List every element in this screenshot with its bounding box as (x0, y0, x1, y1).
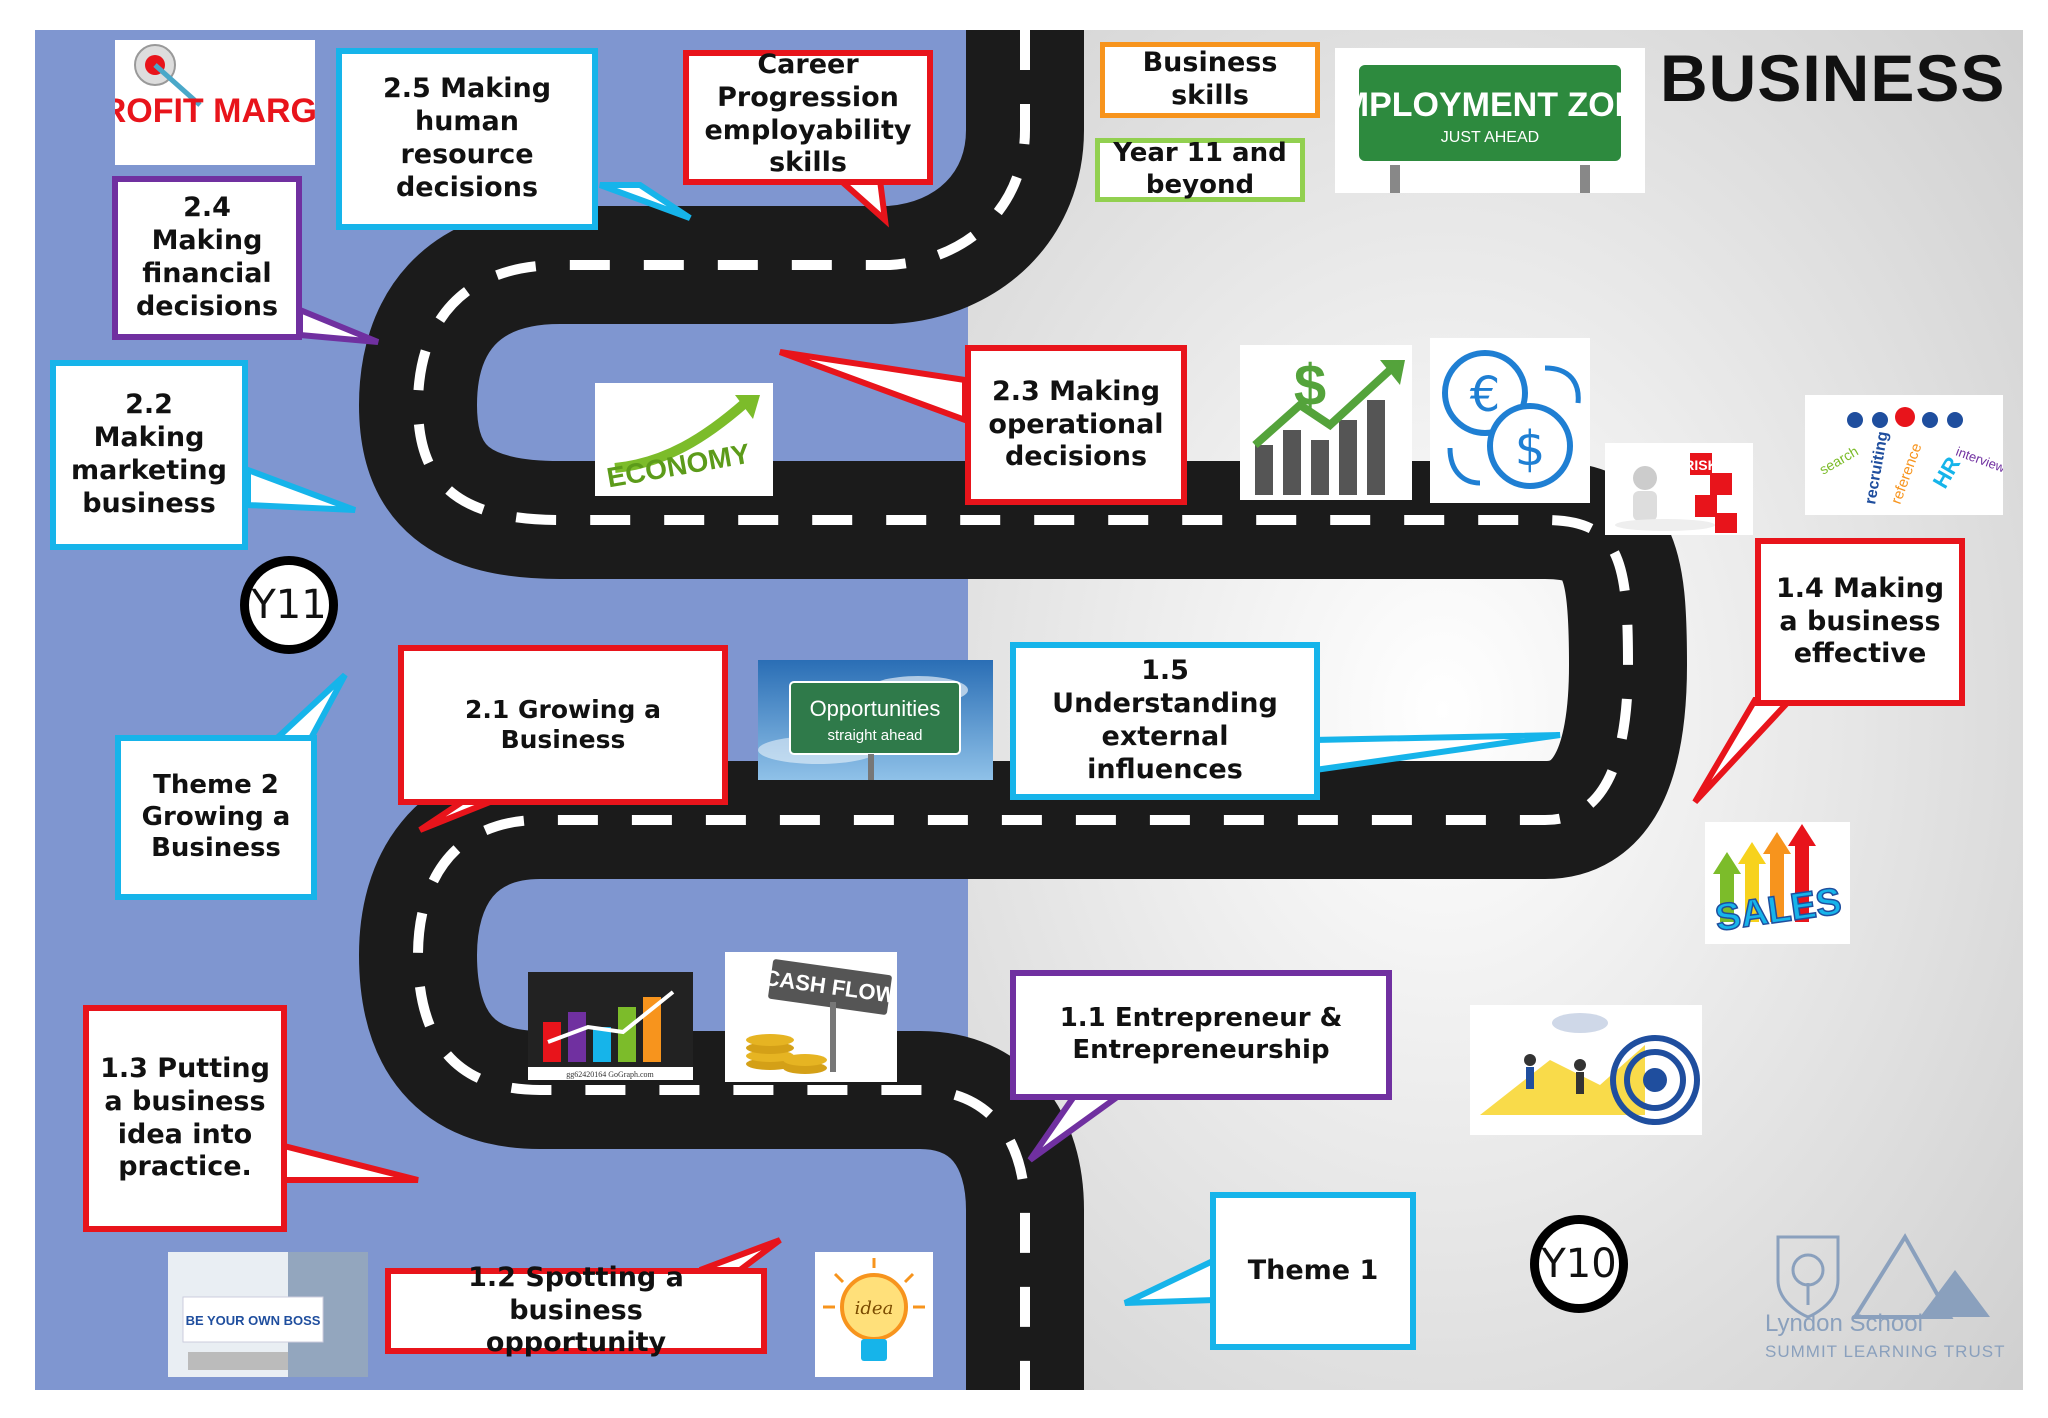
tail-1-1 (1027, 1092, 1130, 1163)
tail-2-5 (598, 182, 692, 221)
box-2-5-human-resource: 2.5 Making human resource decisions (336, 48, 598, 230)
opportunities-sign: Opportunities straight ahead (758, 660, 993, 780)
economy-image: ECONOMY (595, 383, 773, 496)
box-theme-1: Theme 1 (1210, 1192, 1416, 1350)
tail-2-2 (245, 465, 357, 513)
box-career-progression: Career Progression employability skills (683, 49, 933, 185)
risk-text: RISK (1684, 457, 1717, 473)
page-title: BUSINESS (1660, 41, 2006, 115)
employment-zone-text: EMPLOYMENT ZONE (1335, 86, 1645, 124)
road-center-line (412, 30, 1634, 1390)
tail-1-5 (1312, 732, 1561, 774)
box-2-4-financial: 2.4 Making financial decisions (112, 176, 302, 340)
be-your-own-boss-image: BE YOUR OWN BOSS (168, 1252, 368, 1377)
risk-image: RISK (1605, 443, 1753, 535)
svg-text:$: $ (1294, 353, 1326, 418)
year-10-badge: Y10 (1530, 1215, 1628, 1313)
school-name: Lyndon School (1765, 1310, 1923, 1337)
graph-credit: gg62420164 GoGraph.com (566, 1070, 654, 1079)
svg-text:€: € (1470, 367, 1501, 423)
year-11-badge: Y11 (240, 556, 338, 654)
hr-word-search: search (1817, 443, 1861, 478)
currency-exchange-image: € $ (1430, 338, 1590, 503)
box-theme-2: Theme 2 Growing a Business (115, 735, 317, 900)
box-2-3-operational: 2.3 Making operational decisions (965, 345, 1187, 505)
tail-2-4 (297, 305, 380, 345)
idea-text: idea (855, 1298, 894, 1319)
box-1-3-putting-idea: 1.3 Putting a business idea into practic… (83, 1005, 287, 1232)
employment-zone-sign: EMPLOYMENT ZONE JUST AHEAD (1335, 48, 1645, 193)
tail-theme1 (1123, 1255, 1218, 1306)
box-year-11-beyond: Year 11 and beyond (1095, 138, 1305, 202)
tail-career (832, 177, 889, 228)
idea-bulb-image: idea (815, 1252, 933, 1377)
box-1-2-spotting: 1.2 Spotting a business opportunity (385, 1262, 767, 1358)
tail-1-4 (1692, 697, 1797, 805)
box-2-1-growing: 2.1 Growing a Business (398, 645, 728, 805)
cash-flow-image: CASH FLOW (725, 952, 897, 1082)
lyndon-school-logo (1760, 1225, 2000, 1370)
box-business-skills: Business skills (1100, 42, 1320, 118)
svg-text:$: $ (1515, 421, 1546, 477)
hr-word-cloud-image: search recruiting reference HR interview (1805, 395, 2003, 515)
teamwork-target-image (1470, 1005, 1702, 1135)
bar-chart-image: gg62420164 GoGraph.com (528, 972, 693, 1080)
dollar-growth-image: $ (1240, 345, 1412, 500)
tail-1-3 (277, 1141, 419, 1183)
profit-margin-image: PROFIT MARGIN (115, 40, 315, 165)
sales-image: SALES (1705, 822, 1850, 944)
box-2-2-marketing: 2.2 Making marketing business (50, 360, 248, 550)
trust-name: SUMMIT LEARNING TRUST (1765, 1342, 2006, 1361)
just-ahead-text: JUST AHEAD (1441, 129, 1539, 146)
straight-ahead-text: straight ahead (827, 727, 922, 744)
box-1-1-entrepreneur: 1.1 Entrepreneur & Entrepreneurship (1010, 970, 1392, 1100)
profit-margin-text: PROFIT MARGIN (115, 92, 315, 130)
box-1-4-effective: 1.4 Making a business effective (1755, 538, 1965, 706)
hr-word-recruiting: recruiting (1862, 430, 1892, 506)
be-your-own-boss-text: BE YOUR OWN BOSS (186, 1313, 321, 1328)
tail-2-3 (778, 349, 968, 425)
opportunities-text: Opportunities (810, 696, 941, 721)
hr-word-reference: reference (1888, 441, 1926, 506)
box-1-5-external: 1.5 Understanding external influences (1010, 642, 1320, 800)
tail-theme2 (267, 672, 348, 743)
